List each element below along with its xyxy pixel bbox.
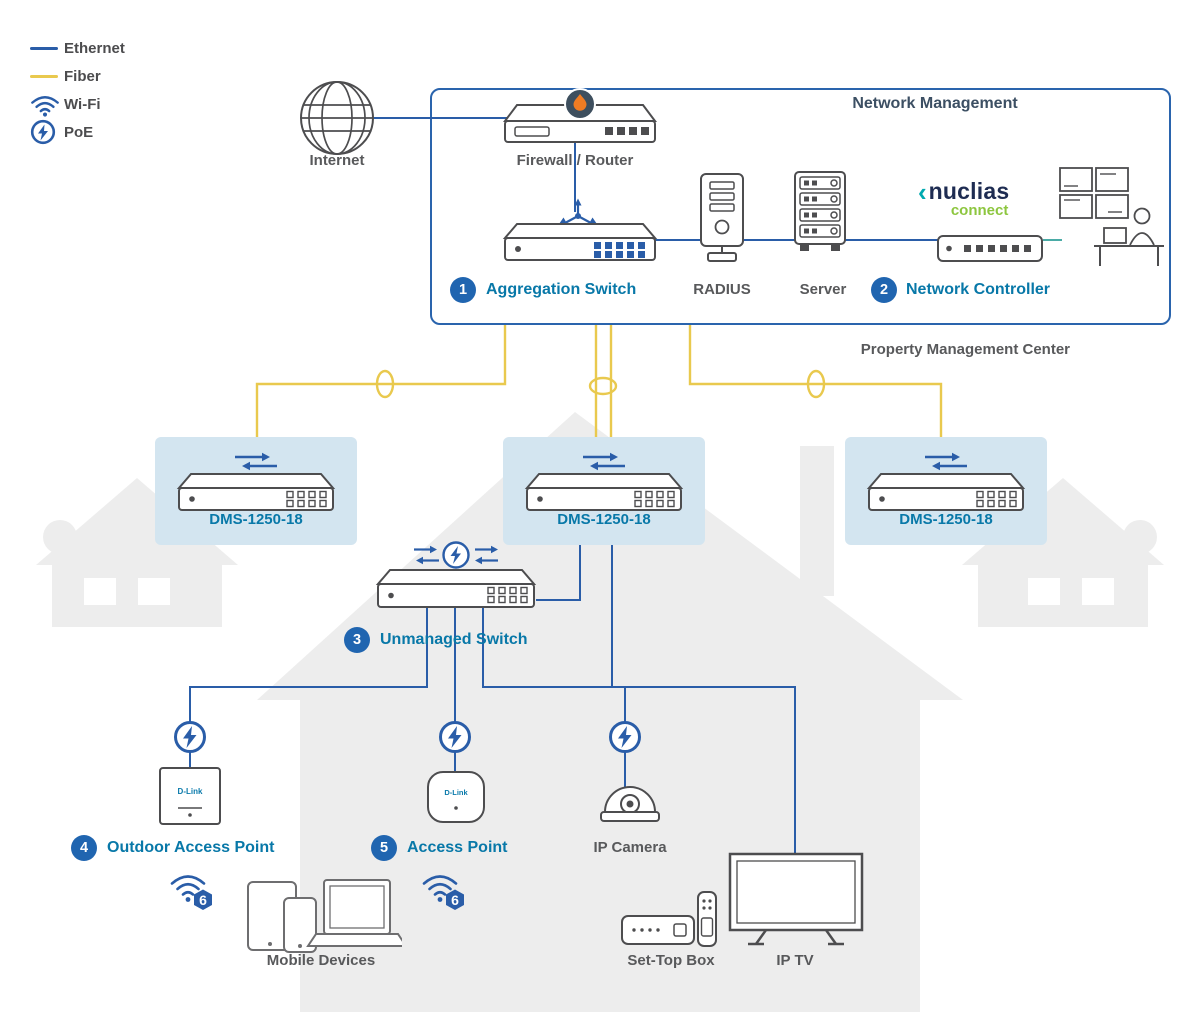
right-house-body	[978, 565, 1148, 627]
server-icon	[792, 170, 854, 262]
network-management-title: Network Management	[852, 95, 1018, 112]
firewall-router-icon	[495, 85, 665, 147]
step-badge-5: 5	[371, 835, 397, 861]
step-badge-3: 3	[344, 627, 370, 653]
network-controller-icon	[936, 232, 1046, 264]
dlink-logo-text: D-Link	[178, 787, 203, 796]
chimney	[800, 446, 834, 596]
fiber-coil-icon	[588, 376, 618, 396]
radius-server-icon	[698, 172, 748, 264]
legend-label: Ethernet	[64, 39, 125, 57]
aggregation-switch-icon	[497, 198, 663, 264]
outdoor-access-point-icon: D-Link	[158, 766, 222, 826]
nuclias-connect-text: connect	[950, 202, 1009, 219]
window	[138, 578, 170, 605]
set-top-box-icon	[620, 890, 732, 952]
set-top-box-label: Set-Top Box	[627, 952, 715, 969]
ip-camera-label: IP Camera	[593, 839, 667, 856]
internet-globe-icon	[298, 79, 376, 157]
access-point-icon: D-Link	[426, 770, 486, 824]
firewall-label: Firewall / Router	[516, 152, 634, 169]
dms-center-label: DMS-1250-18	[557, 511, 651, 528]
poe-icon	[172, 719, 208, 755]
unmanaged-switch-label: Unmanaged Switch	[380, 631, 528, 648]
dms-left-label: DMS-1250-18	[209, 511, 303, 528]
ip-tv-label: IP TV	[776, 952, 814, 969]
window	[84, 578, 116, 605]
wifi-icon	[30, 91, 64, 118]
fiber-coil-icon	[375, 369, 395, 399]
wifi6-icon: 6	[420, 868, 470, 916]
dms-switch-icon-left	[171, 449, 341, 513]
window	[1082, 578, 1114, 605]
nuclias-chevron-icon: ‹	[918, 176, 927, 207]
dms-switch-icon-right	[861, 449, 1031, 513]
legend-item-poe: PoE	[30, 118, 125, 146]
fiber-coil-icon	[806, 369, 826, 399]
outdoor-access-point-label: Outdoor Access Point	[107, 839, 275, 856]
ip-camera-icon	[598, 764, 662, 824]
step-badge-1: 1	[450, 277, 476, 303]
legend-label: Fiber	[64, 67, 101, 85]
legend: Ethernet Fiber Wi-Fi	[30, 34, 125, 146]
poe-icon	[30, 119, 64, 145]
legend-label: PoE	[64, 123, 94, 141]
ip-tv-icon	[726, 852, 866, 948]
dms-right-label: DMS-1250-18	[899, 511, 993, 528]
dlink-logo-text: D-Link	[444, 788, 468, 797]
aggregation-switch-label: Aggregation Switch	[486, 281, 637, 298]
flame-icon	[573, 94, 587, 111]
radius-label: RADIUS	[693, 281, 751, 298]
nuclias-connect-logo: ‹ nuclias connect	[918, 178, 1009, 219]
dms-switch-icon-center	[519, 449, 689, 513]
unmanaged-switch-icon	[368, 540, 544, 620]
poe-icon	[607, 719, 643, 755]
mobile-devices-label: Mobile Devices	[266, 952, 376, 969]
legend-item-wifi: Wi-Fi	[30, 90, 125, 118]
wifi6-icon: 6	[168, 868, 218, 916]
legend-item-fiber: Fiber	[30, 62, 125, 90]
poe-icon	[437, 719, 473, 755]
property-management-center-label: Property Management Center	[860, 341, 1070, 358]
internet-label: Internet	[309, 152, 365, 169]
access-point-label: Access Point	[407, 839, 508, 856]
fiber-line-icon	[30, 74, 64, 78]
step-badge-4: 4	[71, 835, 97, 861]
step-badge-2: 2	[871, 277, 897, 303]
ethernet-line-icon	[30, 46, 64, 50]
fiber-lines	[255, 325, 943, 437]
network-controller-label: Network Controller	[906, 281, 1051, 298]
wifi6-badge-text: 6	[451, 892, 459, 908]
mobile-devices-icon	[240, 876, 402, 956]
monitoring-desk-icon	[1058, 166, 1170, 270]
server-label: Server	[799, 281, 847, 298]
wifi6-badge-text: 6	[199, 892, 207, 908]
nuclias-brand-text: nuclias	[928, 178, 1010, 204]
legend-label: Wi-Fi	[64, 95, 101, 113]
left-house-body	[52, 565, 222, 627]
window	[1028, 578, 1060, 605]
legend-item-ethernet: Ethernet	[30, 34, 125, 62]
